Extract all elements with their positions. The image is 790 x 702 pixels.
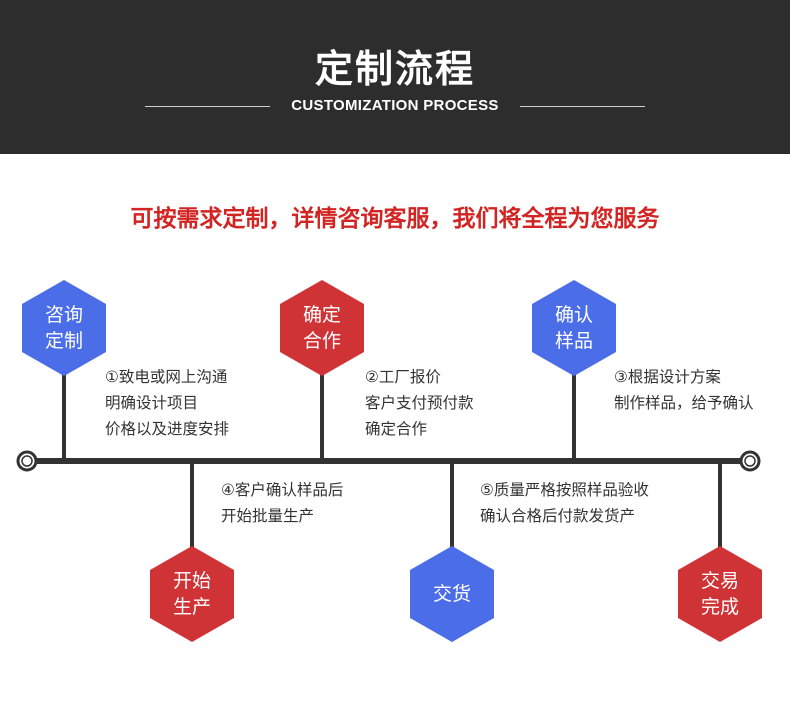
step-desc-delivery: ⑤质量严格按照样品验收 确认合格后付款发货产	[480, 477, 649, 529]
desc-line: ⑤质量严格按照样品验收	[480, 481, 649, 499]
page-title: 定制流程	[314, 47, 475, 91]
step-desc-consult: ①致电或网上沟通 明确设计项目 价格以及进度安排	[105, 364, 229, 442]
header-banner: 定制流程 CUSTOMIZATION PROCESS	[0, 0, 790, 154]
step-hex-deal-complete: 交易完成	[678, 546, 762, 642]
step-hex-label: 交易完成	[700, 570, 739, 618]
page-subtitle: CUSTOMIZATION PROCESS	[291, 97, 499, 114]
subtitle-rule-right	[520, 106, 645, 107]
subtitle-rule-left	[145, 106, 270, 107]
desc-line: 明确设计项目	[105, 394, 199, 412]
step-desc-start-production: ④客户确认样品后 开始批量生产	[221, 477, 343, 529]
step-desc-confirm-sample: ③根据设计方案 制作样品，给予确认	[614, 364, 754, 416]
step-hex-delivery: 交货	[410, 546, 494, 642]
step-hex-start-production: 开始生产	[150, 546, 234, 642]
timeline-end-left-inner	[21, 455, 33, 467]
desc-line: ①致电或网上沟通	[105, 368, 228, 386]
desc-line: ③根据设计方案	[614, 368, 721, 386]
desc-line: 价格以及进度安排	[105, 420, 230, 438]
tagline: 可按需求定制，详情咨询客服，我们将全程为您服务	[130, 206, 660, 232]
desc-line: 开始批量生产	[221, 507, 315, 525]
step-hex-confirm-sample: 确认样品	[532, 280, 616, 376]
step-hex-label: 交货	[432, 583, 471, 605]
desc-line: 确定合作	[365, 420, 428, 438]
desc-line: 客户支付预付款	[365, 394, 474, 412]
desc-line: 确认合格后付款发货产	[480, 507, 636, 525]
step-hex-label: 确认样品	[554, 304, 593, 352]
step-hex-confirm-cooperation: 确定合作	[280, 280, 364, 376]
timeline-end-right-inner	[744, 455, 756, 467]
step-desc-confirm-cooperation: ②工厂报价 客户支付预付款 确定合作	[365, 364, 474, 442]
step-hex-consult: 咨询定制	[22, 280, 106, 376]
desc-line: 制作样品，给予确认	[614, 394, 754, 412]
step-hex-label: 咨询定制	[44, 304, 83, 352]
step-hex-label: 确定合作	[302, 304, 341, 352]
desc-line: ④客户确认样品后	[221, 481, 344, 499]
desc-line: ②工厂报价	[365, 368, 441, 386]
step-hex-label: 开始生产	[172, 570, 211, 618]
